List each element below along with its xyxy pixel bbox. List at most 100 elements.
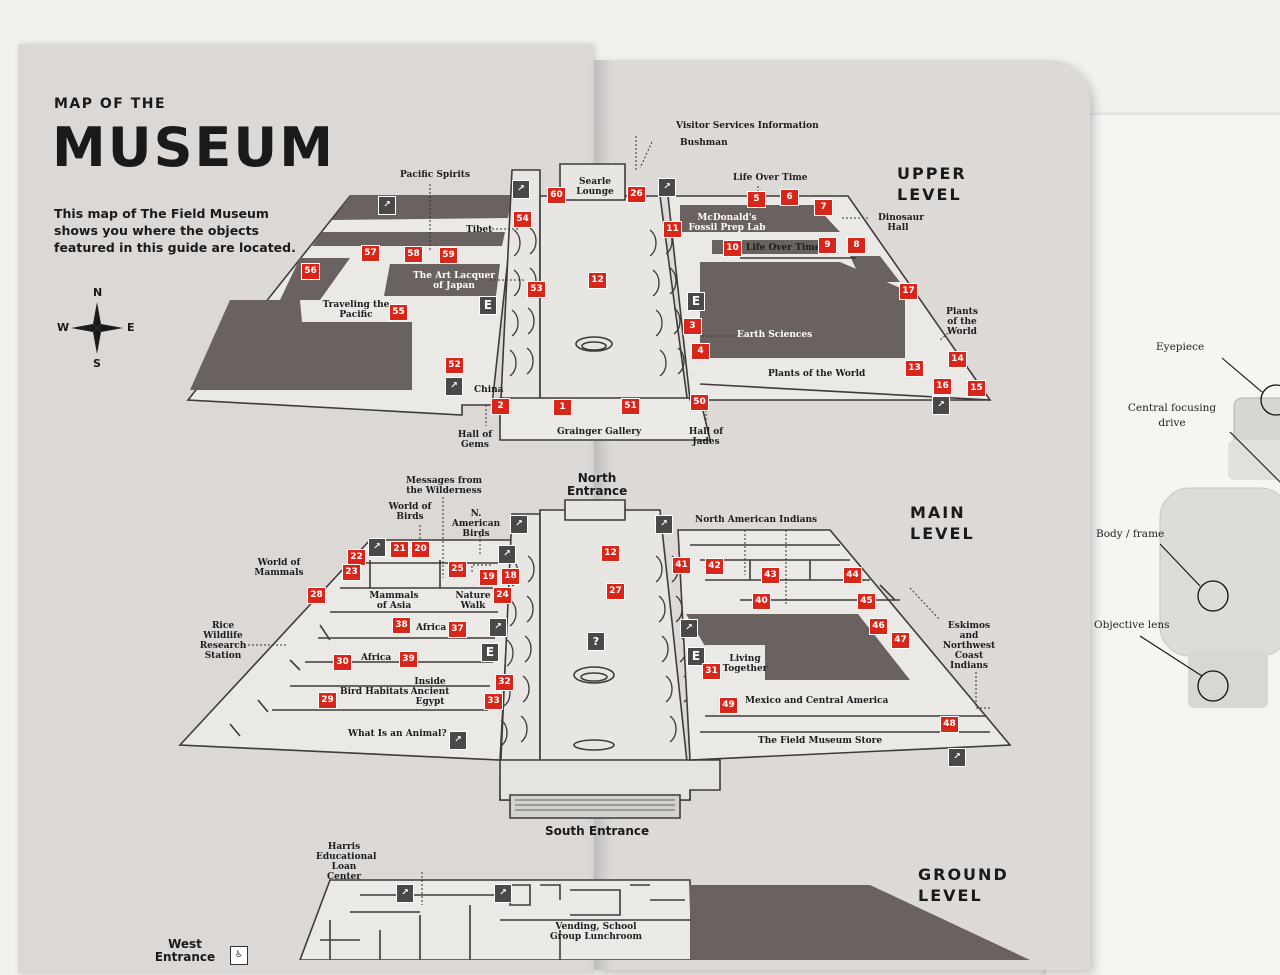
wheelchair-icon: ♿ <box>230 946 248 965</box>
exhibit-marker: 8 <box>847 237 866 254</box>
label-inside-ancient-egypt: Inside Ancient Egypt <box>410 677 450 707</box>
information-icon: ? <box>587 632 605 651</box>
exhibit-marker: 27 <box>606 583 625 600</box>
stairs-icon: ↗ <box>378 196 396 215</box>
exhibit-marker: 18 <box>501 568 520 585</box>
exhibit-marker: 23 <box>342 564 361 581</box>
exhibit-marker: 31 <box>702 663 721 680</box>
label-hall-of-gems: Hall of Gems <box>457 430 493 450</box>
exhibit-marker: 45 <box>857 593 876 610</box>
exhibit-marker: 54 <box>513 211 532 228</box>
exhibit-marker: 41 <box>672 557 691 574</box>
page-title: MUSEUM <box>52 116 335 179</box>
exhibit-marker: 9 <box>818 237 837 254</box>
exhibit-marker: 12 <box>601 545 620 562</box>
elevator-icon: E <box>687 647 705 666</box>
exhibit-marker: 47 <box>891 632 910 649</box>
exhibit-marker: 14 <box>948 351 967 368</box>
exhibit-marker: 33 <box>484 693 503 710</box>
compass-rose-icon <box>71 302 123 354</box>
label-world-of-mammals: World of Mammals <box>254 558 304 578</box>
stairs-icon: ↗ <box>948 748 966 767</box>
label-mexico-central-america: Mexico and Central America <box>745 696 889 706</box>
stairs-icon: ↗ <box>498 545 516 564</box>
label-what-is-an-animal: What Is an Animal? <box>348 729 447 739</box>
exhibit-marker: 39 <box>399 651 418 668</box>
exhibit-marker: 26 <box>627 186 646 203</box>
elevator-icon: E <box>479 296 497 315</box>
exhibit-marker: 11 <box>663 221 682 238</box>
exhibit-marker: 20 <box>411 541 430 558</box>
exhibit-marker: 17 <box>899 283 918 300</box>
label-africa-1: Africa <box>416 623 447 633</box>
label-vending-lunchroom: Vending, School Group Lunchroom <box>549 922 643 942</box>
exhibit-marker: 57 <box>361 245 380 262</box>
exhibit-marker: 50 <box>690 394 709 411</box>
label-bushman: Bushman <box>680 138 728 148</box>
exhibit-marker: 19 <box>479 569 498 586</box>
ground-level-heading: GROUND LEVEL <box>918 865 1009 905</box>
exhibit-marker: 13 <box>905 360 924 377</box>
exhibit-marker: 40 <box>752 593 771 610</box>
exhibit-marker: 53 <box>527 281 546 298</box>
label-na-birds: N. American Birds <box>451 509 501 539</box>
stairs-icon: ↗ <box>680 619 698 638</box>
label-central-focusing-drive: Central focusing drive <box>1127 402 1217 429</box>
exhibit-marker: 48 <box>940 716 959 733</box>
label-body-frame: Body / frame <box>1096 528 1165 540</box>
exhibit-marker: 46 <box>869 618 888 635</box>
stairs-icon: ↗ <box>396 884 414 903</box>
north-entrance-label: North Entrance <box>567 471 628 498</box>
label-field-museum-store: The Field Museum Store <box>758 736 883 746</box>
south-entrance-label: South Entrance <box>545 824 650 838</box>
exhibit-marker: 49 <box>719 697 738 714</box>
exhibit-marker: 21 <box>390 541 409 558</box>
label-eskimos-nw-coast: Eskimos and Northwest Coast Indians <box>942 621 996 671</box>
stairs-icon: ↗ <box>368 538 386 557</box>
label-art-lacquer: The Art Lacquer of Japan <box>412 271 496 291</box>
binoculars-illustration <box>1139 357 1280 708</box>
label-life-over-time: Life Over Time <box>746 243 821 253</box>
exhibit-marker: 60 <box>547 187 566 204</box>
label-eyepiece: Eyepiece <box>1156 341 1205 353</box>
stairs-icon: ↗ <box>489 618 507 637</box>
exhibit-marker: 51 <box>621 398 640 415</box>
exhibit-marker: 32 <box>495 674 514 691</box>
label-tibet: Tibet <box>466 225 493 235</box>
exhibit-marker: 44 <box>843 567 862 584</box>
exhibit-marker: 43 <box>761 567 780 584</box>
exhibit-marker: 16 <box>933 378 952 395</box>
exhibit-marker: 59 <box>439 247 458 264</box>
label-north-american-indians: North American Indians <box>695 515 818 525</box>
label-hall-of-jades: Hall of Jades <box>688 427 724 447</box>
label-earth-sciences: Earth Sciences <box>737 330 813 340</box>
stairs-icon: ↗ <box>512 180 530 199</box>
label-mcdonalds-fossil-lab: McDonald's Fossil Prep Lab <box>688 213 766 233</box>
upper-level-plan <box>186 163 992 441</box>
exhibit-marker: 37 <box>448 621 467 638</box>
label-nature-walk: Nature Walk <box>455 591 491 611</box>
label-traveling-pacific: Traveling the Pacific <box>322 300 390 320</box>
label-visitor-services: Visitor Services Information <box>676 121 819 131</box>
label-world-of-birds: World of Birds <box>388 502 432 522</box>
exhibit-marker: 28 <box>307 587 326 604</box>
label-searle-lounge: Searle Lounge <box>576 177 614 197</box>
label-grainger-gallery: Grainger Gallery <box>557 427 642 437</box>
exhibit-marker: 56 <box>301 263 320 280</box>
exhibit-marker: 5 <box>747 191 766 208</box>
exhibit-marker: 12 <box>588 272 607 289</box>
upper-level-heading: UPPER LEVEL <box>897 164 967 204</box>
stairs-icon: ↗ <box>655 515 673 534</box>
label-dinosaur-hall: Dinosaur Hall <box>878 213 924 233</box>
exhibit-marker: 55 <box>389 304 408 321</box>
elevator-icon: E <box>687 292 705 311</box>
label-pacific-spirits: Pacific Spirits <box>400 170 471 180</box>
label-rice-research-station: Rice Wildlife Research Station <box>199 621 247 661</box>
label-africa-2: Africa <box>361 653 392 663</box>
label-plants-of-the-world: Plants of the World <box>768 369 866 379</box>
exhibit-marker: 6 <box>780 189 799 206</box>
exhibit-marker: 3 <box>683 318 702 335</box>
main-level-heading: MAIN LEVEL <box>910 503 975 543</box>
stairs-icon: ↗ <box>494 884 512 903</box>
